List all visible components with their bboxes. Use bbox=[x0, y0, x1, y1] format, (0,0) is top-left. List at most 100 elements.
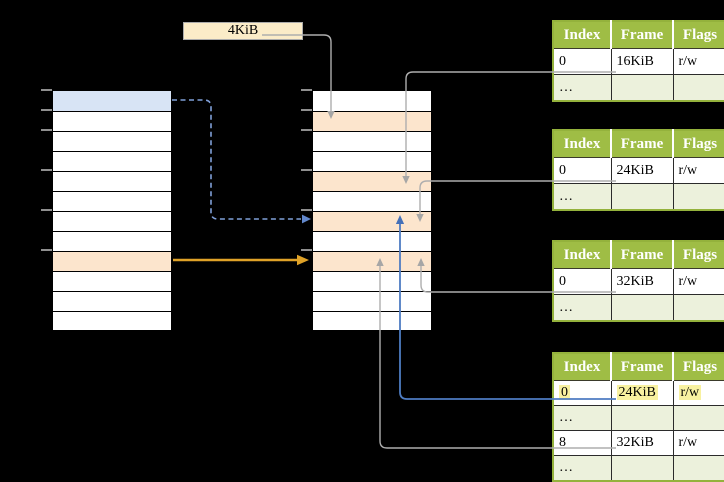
address-tick bbox=[301, 109, 312, 111]
header-flags: Flags bbox=[672, 130, 724, 158]
page-table-3: Index Frame Flags 0 32KiB r/w … bbox=[552, 240, 724, 322]
address-tick bbox=[301, 89, 312, 91]
address-tick bbox=[301, 129, 312, 131]
cell-frame: 24KiB bbox=[610, 380, 673, 406]
cell-frame: 16KiB bbox=[610, 48, 673, 75]
header-frame: Frame bbox=[610, 241, 673, 269]
header-index: Index bbox=[553, 21, 611, 49]
memory-cell bbox=[53, 91, 171, 111]
page-size-badge: 4KiB bbox=[183, 22, 303, 40]
header-flags: Flags bbox=[672, 241, 724, 269]
cell-frame: 24KiB bbox=[610, 157, 673, 184]
memory-cell bbox=[53, 271, 171, 291]
address-tick bbox=[301, 209, 312, 211]
memory-cell bbox=[313, 211, 431, 231]
cell-flags: r/w bbox=[672, 48, 724, 75]
memory-cell bbox=[313, 191, 431, 211]
cell-index: 0 bbox=[553, 380, 611, 406]
memory-cell bbox=[313, 131, 431, 151]
cell-index: … bbox=[553, 183, 611, 210]
memory-cell bbox=[53, 251, 171, 271]
header-flags: Flags bbox=[672, 353, 724, 381]
table-row: 0 24KiB r/w bbox=[553, 157, 724, 184]
memory-cell bbox=[53, 151, 171, 171]
cell-index: … bbox=[553, 294, 611, 321]
cell-flags bbox=[672, 405, 724, 431]
memory-cell bbox=[313, 251, 431, 271]
address-tick bbox=[41, 169, 52, 171]
cell-flags: r/w bbox=[672, 380, 724, 406]
table-header-row: Index Frame Flags bbox=[553, 21, 724, 49]
table-header-row: Index Frame Flags bbox=[553, 130, 724, 158]
cell-frame bbox=[610, 183, 673, 210]
header-index: Index bbox=[553, 353, 611, 381]
table-row-ellipsis: … bbox=[553, 455, 724, 481]
address-tick bbox=[41, 249, 52, 251]
table-row-ellipsis: … bbox=[553, 405, 724, 431]
cell-index: 0 bbox=[553, 157, 611, 184]
cell-frame: 32KiB bbox=[610, 430, 673, 456]
header-frame: Frame bbox=[610, 21, 673, 49]
memory-cell bbox=[313, 231, 431, 251]
cell-flags bbox=[672, 455, 724, 481]
address-tick bbox=[41, 129, 52, 131]
memory-cell bbox=[313, 291, 431, 311]
table-header-row: Index Frame Flags bbox=[553, 241, 724, 269]
highlighted-value: r/w bbox=[678, 385, 702, 400]
cell-index: … bbox=[553, 74, 611, 101]
table-row-highlighted: 0 24KiB r/w bbox=[553, 380, 724, 406]
memory-cell bbox=[53, 231, 171, 251]
table-row: 0 32KiB r/w bbox=[553, 268, 724, 295]
cell-index: 0 bbox=[553, 268, 611, 295]
table-row: 8 32KiB r/w bbox=[553, 430, 724, 456]
memory-cell bbox=[313, 271, 431, 291]
cell-frame bbox=[610, 74, 673, 101]
header-index: Index bbox=[553, 130, 611, 158]
memory-cell bbox=[313, 91, 431, 111]
cell-index: 0 bbox=[553, 48, 611, 75]
cell-flags bbox=[672, 74, 724, 101]
cell-flags: r/w bbox=[672, 157, 724, 184]
cell-index: 8 bbox=[553, 430, 611, 456]
table-row-ellipsis: … bbox=[553, 183, 724, 210]
memory-cell bbox=[313, 111, 431, 131]
memory-cell bbox=[53, 211, 171, 231]
table-row-ellipsis: … bbox=[553, 294, 724, 321]
address-tick bbox=[41, 209, 52, 211]
highlighted-value: 24KiB bbox=[616, 385, 658, 400]
memory-cell bbox=[53, 111, 171, 131]
physical-memory-column bbox=[312, 90, 432, 331]
table-row: 0 16KiB r/w bbox=[553, 48, 724, 75]
memory-cell bbox=[53, 311, 171, 330]
page-table-2: Index Frame Flags 0 24KiB r/w … bbox=[552, 129, 724, 211]
memory-cell bbox=[53, 291, 171, 311]
page-size-label: 4KiB bbox=[227, 23, 259, 38]
memory-cell bbox=[313, 311, 431, 330]
header-flags: Flags bbox=[672, 21, 724, 49]
address-tick bbox=[301, 169, 312, 171]
memory-cell bbox=[313, 151, 431, 171]
memory-cell bbox=[53, 171, 171, 191]
memory-cell bbox=[313, 171, 431, 191]
table-header-row: Index Frame Flags bbox=[553, 353, 724, 381]
cell-index: … bbox=[553, 405, 611, 431]
cell-frame bbox=[610, 294, 673, 321]
address-tick bbox=[301, 249, 312, 251]
header-index: Index bbox=[553, 241, 611, 269]
header-frame: Frame bbox=[610, 130, 673, 158]
cell-frame bbox=[610, 405, 673, 431]
header-frame: Frame bbox=[610, 353, 673, 381]
address-tick bbox=[41, 109, 52, 111]
memory-cell bbox=[53, 131, 171, 151]
cell-flags: r/w bbox=[672, 268, 724, 295]
table-row-ellipsis: … bbox=[553, 74, 724, 101]
arrow-right-icon bbox=[297, 254, 309, 266]
cell-flags bbox=[672, 294, 724, 321]
cell-flags bbox=[672, 183, 724, 210]
address-tick bbox=[41, 89, 52, 91]
connector-virtual-page-dashed-line bbox=[172, 99, 301, 220]
cell-frame: 32KiB bbox=[610, 268, 673, 295]
virtual-memory-column bbox=[52, 90, 172, 331]
highlighted-value: 0 bbox=[559, 385, 570, 400]
